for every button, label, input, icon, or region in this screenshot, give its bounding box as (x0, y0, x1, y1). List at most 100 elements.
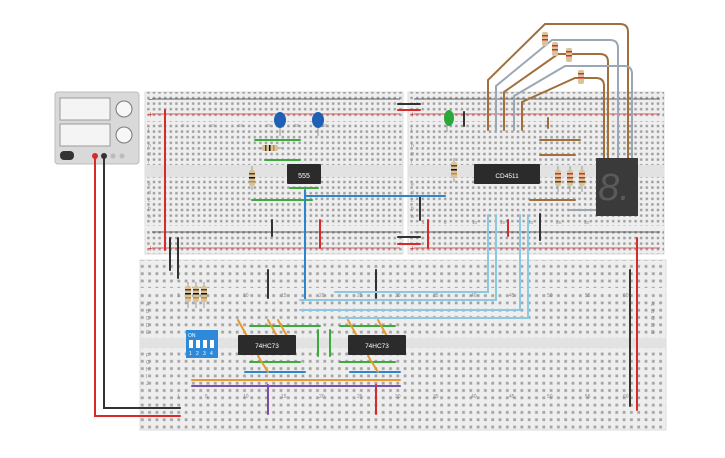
svg-text:50: 50 (547, 293, 553, 299)
svg-text:55: 55 (585, 394, 591, 400)
svg-text:10: 10 (210, 123, 216, 128)
svg-text:A: A (651, 302, 655, 308)
svg-text:25: 25 (357, 394, 363, 400)
svg-text:1: 1 (160, 123, 163, 128)
svg-text:G: G (146, 360, 150, 366)
resistor (249, 166, 255, 190)
svg-text:j: j (147, 127, 149, 133)
chip-cd4511: CD4511 (474, 164, 540, 184)
svg-text:H: H (146, 367, 150, 373)
dip-switch-label: ON (188, 333, 196, 339)
svg-text:30: 30 (584, 220, 590, 225)
resistors (185, 32, 585, 308)
svg-text:C: C (146, 316, 150, 322)
svg-text:5: 5 (444, 220, 447, 225)
svg-text:a: a (148, 214, 151, 220)
column-numbers-top-right: 1 5 10 15 20 25 30 (422, 220, 590, 225)
svg-text:g: g (148, 151, 151, 157)
svg-text:h: h (148, 143, 151, 149)
svg-text:30: 30 (322, 123, 328, 128)
svg-text:I: I (146, 374, 147, 380)
column-numbers-bottom: 1 5 10 15 20 25 30 35 40 45 50 55 60 (177, 293, 629, 299)
resistor (193, 282, 199, 308)
current-knob[interactable] (115, 126, 133, 144)
svg-text:2: 2 (196, 351, 199, 357)
svg-text:15: 15 (238, 123, 244, 128)
svg-text:i: i (148, 135, 149, 141)
svg-text:55: 55 (585, 293, 591, 299)
svg-text:15: 15 (281, 293, 287, 299)
resistor (555, 166, 561, 192)
svg-text:10: 10 (472, 220, 478, 225)
svg-text:B: B (651, 309, 655, 315)
chip-555-label: 555 (298, 173, 310, 180)
svg-text:40: 40 (471, 394, 477, 400)
svg-text:1: 1 (189, 351, 192, 357)
green-led (444, 110, 454, 132)
capacitor-right (312, 112, 324, 136)
plus-sign: + (148, 244, 153, 253)
chip-74hc73-label: 74HC73 (365, 343, 389, 350)
power-wires (94, 103, 638, 417)
svg-text:B: B (146, 309, 150, 315)
capacitor-left (274, 112, 286, 136)
resistor (185, 282, 191, 308)
svg-text:30: 30 (395, 394, 401, 400)
svg-text:1: 1 (177, 394, 180, 400)
resistor (258, 145, 282, 151)
svg-text:35: 35 (433, 293, 439, 299)
signal-wires-top (251, 117, 601, 301)
dip-switch[interactable]: ON 1 2 3 4 (186, 330, 218, 358)
svg-text:A: A (146, 302, 150, 308)
chip-74hc73-left: 74HC73 (238, 335, 296, 355)
svg-text:3: 3 (203, 351, 206, 357)
resistor (451, 158, 457, 182)
breadboard-top-left (144, 91, 404, 255)
svg-text:a: a (411, 214, 414, 220)
svg-text:C: C (651, 316, 655, 322)
svg-text:5: 5 (182, 123, 185, 128)
current-display (59, 123, 111, 147)
chip-74hc73-right: 74HC73 (348, 335, 406, 355)
svg-text:25: 25 (294, 123, 300, 128)
svg-text:45: 45 (509, 293, 515, 299)
svg-text:1: 1 (177, 293, 180, 299)
svg-text:10: 10 (243, 394, 249, 400)
svg-text:b: b (148, 206, 151, 212)
svg-text:D: D (146, 323, 150, 329)
resistor (201, 282, 207, 308)
voltage-knob[interactable] (115, 100, 133, 118)
supply-positive-wire (94, 157, 181, 417)
power-switch[interactable] (60, 151, 74, 160)
chip-cd4511-label: CD4511 (495, 173, 519, 180)
resistor (567, 166, 573, 192)
svg-text:g: g (411, 151, 414, 157)
svg-text:20: 20 (266, 123, 272, 128)
svg-text:E: E (146, 330, 150, 336)
svg-text:1: 1 (422, 220, 425, 225)
svg-text:d: d (411, 190, 414, 196)
svg-text:4: 4 (210, 351, 213, 357)
svg-text:15: 15 (281, 394, 287, 400)
display-digit: 8. (598, 167, 630, 209)
resistor (578, 70, 584, 84)
svg-text:5: 5 (205, 394, 208, 400)
svg-text:c: c (148, 198, 151, 204)
svg-text:50: 50 (547, 394, 553, 400)
svg-text:F: F (146, 353, 149, 359)
svg-text:c: c (411, 198, 414, 204)
row-letters-bottom: A B C D E F G H I J A B C D E (146, 302, 655, 387)
svg-text:15: 15 (500, 220, 506, 225)
svg-text:30: 30 (395, 293, 401, 299)
svg-text:i: i (411, 135, 412, 141)
plus-sign: + (410, 244, 415, 253)
plus-sign: + (148, 110, 153, 119)
svg-text:J: J (146, 381, 149, 387)
svg-text:45: 45 (509, 394, 515, 400)
svg-text:f: f (411, 159, 413, 165)
power-supply (54, 91, 140, 165)
row-letters-top-right: j i h g f e d c b a (410, 127, 414, 220)
display-wires (487, 23, 633, 161)
chip-74hc73-label: 74HC73 (255, 343, 279, 350)
